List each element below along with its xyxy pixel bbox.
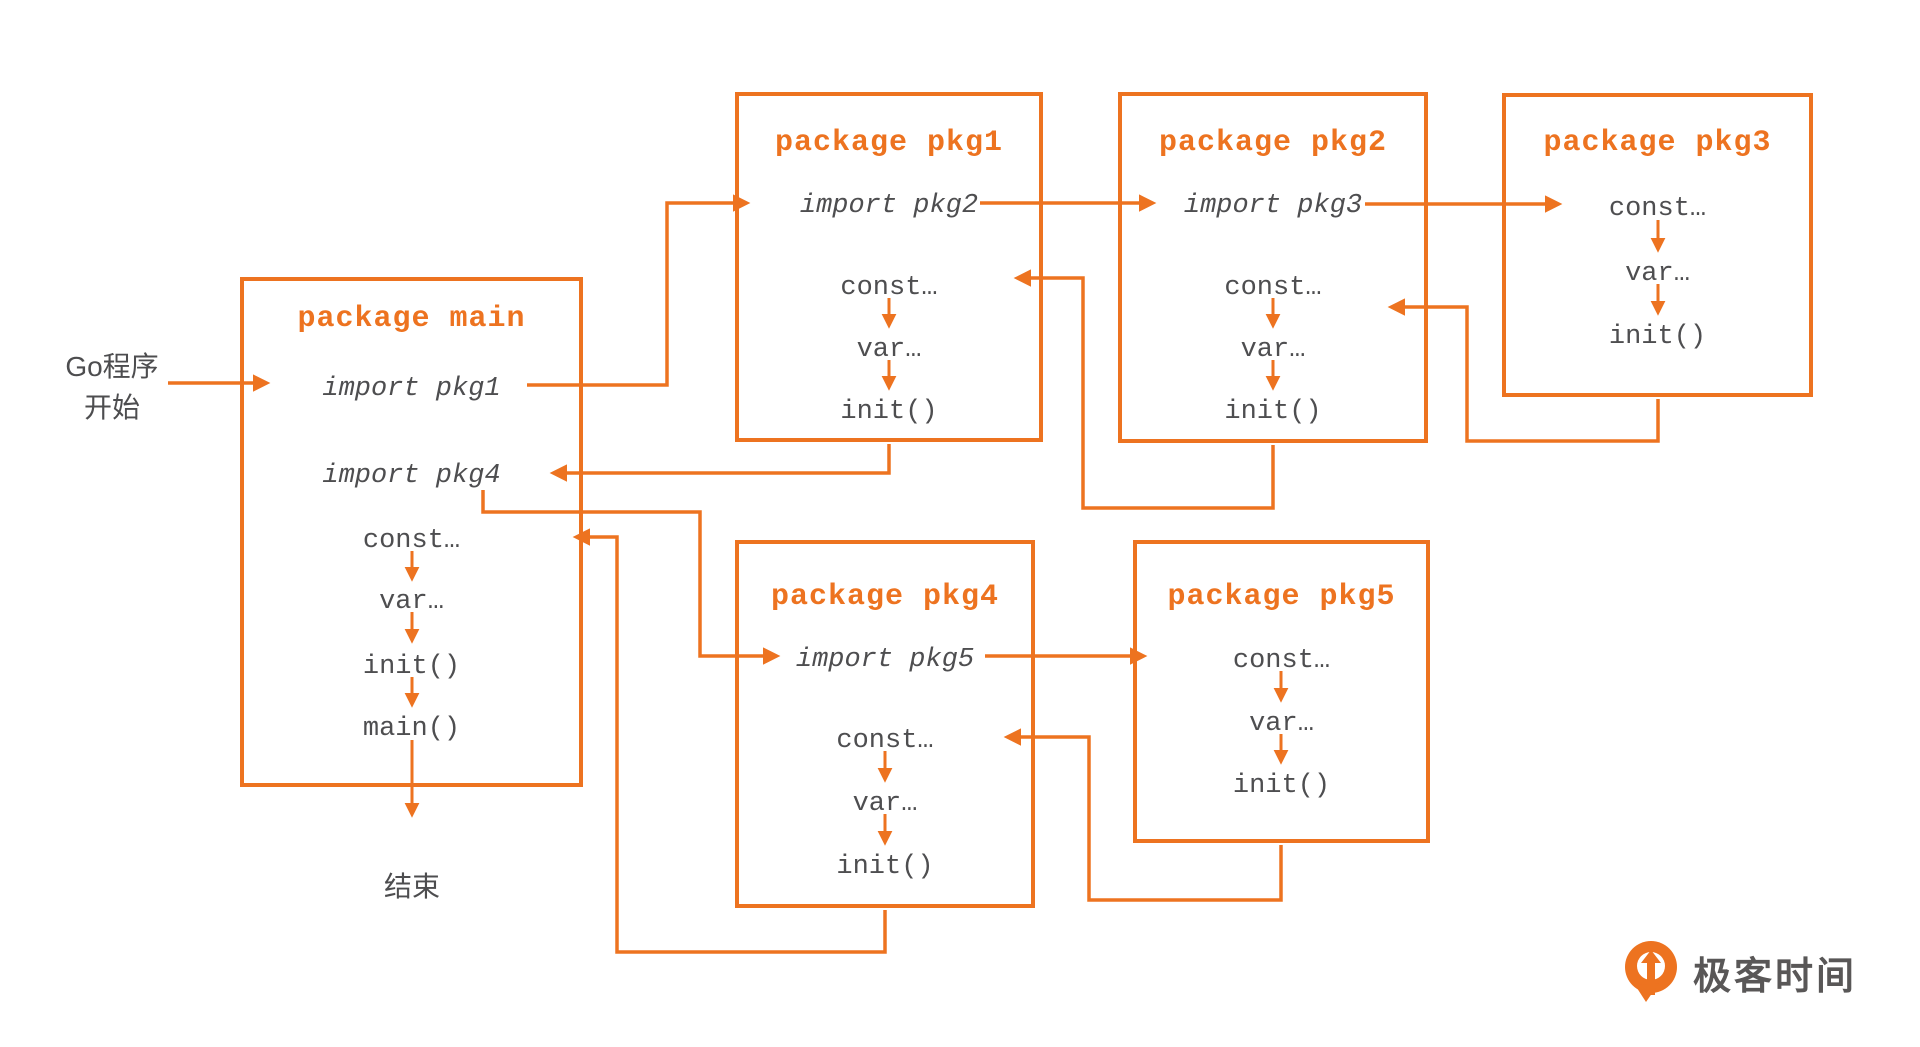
main-import-pkg4: import pkg4 [322, 461, 501, 491]
pkg4-init: init() [836, 852, 934, 882]
connector-main-import-pkg4-to-pkg4 [481, 490, 781, 665]
start-label-line1: Go程序 [65, 351, 159, 382]
pkg3-init: init() [1608, 322, 1707, 352]
connector-pkg5-init-return-to-pkg4-const [1003, 728, 1283, 902]
package-pkg5-title: package pkg5 [1167, 580, 1396, 614]
package-pkg4-title: package pkg4 [770, 580, 1000, 614]
connector-main-import-pkg1-to-pkg1 [527, 194, 751, 387]
pkg1-var: var… [856, 335, 922, 365]
pkg5-const: const… [1232, 646, 1331, 676]
package-pkg4-box: package pkg4 import pkg5 const… var… ini… [735, 540, 1035, 908]
package-main-box: package main import pkg1 import pkg4 con… [240, 277, 583, 787]
connector-pkg3-init-return-to-pkg2-const [1387, 298, 1660, 443]
start-label-line2: 开始 [83, 392, 140, 423]
end-label: 结束 [383, 871, 440, 902]
pkg3-const: const… [1608, 194, 1707, 224]
main-const: const… [362, 526, 461, 556]
logo-text: 极客时间 [1693, 955, 1858, 998]
pkg4-var: var… [852, 789, 918, 819]
brand-logo: 极客时间 [1623, 941, 1857, 1003]
pkg4-const: const… [836, 726, 934, 756]
main-var: var… [379, 587, 444, 617]
package-pkg5-box: package pkg5 const… var… init() [1133, 540, 1430, 843]
pkg2-var: var… [1240, 335, 1306, 365]
main-import-pkg1: import pkg1 [322, 374, 501, 404]
package-pkg2-title: package pkg2 [1158, 126, 1388, 160]
pkg2-const: const… [1224, 273, 1322, 303]
connector-pkg2-init-return-to-pkg1-const [1013, 269, 1275, 510]
pkg5-var: var… [1249, 709, 1314, 739]
package-pkg1-box: package pkg1 import pkg2 const… var… ini… [735, 92, 1043, 442]
pkg1-init: init() [840, 397, 938, 427]
main-main: main() [362, 714, 461, 744]
package-main-title: package main [297, 302, 526, 336]
geektime-logo-icon [1625, 941, 1677, 1002]
pkg2-import-pkg3: import pkg3 [1183, 191, 1363, 221]
pkg2-init: init() [1224, 397, 1322, 427]
pkg1-const: const… [840, 273, 938, 303]
main-init: init() [362, 652, 461, 682]
pkg3-var: var… [1625, 259, 1690, 289]
start-label: Go程序 开始 [26, 346, 198, 428]
connector-pkg1-init-return-to-main-import-pkg4 [549, 444, 891, 482]
pkg5-init: init() [1232, 771, 1331, 801]
pkg1-import-pkg2: import pkg2 [799, 191, 979, 221]
package-pkg3-title: package pkg3 [1543, 126, 1772, 160]
package-pkg1-title: package pkg1 [774, 126, 1004, 160]
package-pkg3-box: package pkg3 const… var… init() [1502, 93, 1813, 397]
package-pkg2-box: package pkg2 import pkg3 const… var… ini… [1118, 92, 1428, 443]
connector-pkg4-init-return-to-main-const [572, 528, 887, 954]
pkg4-import-pkg5: import pkg5 [795, 645, 975, 675]
